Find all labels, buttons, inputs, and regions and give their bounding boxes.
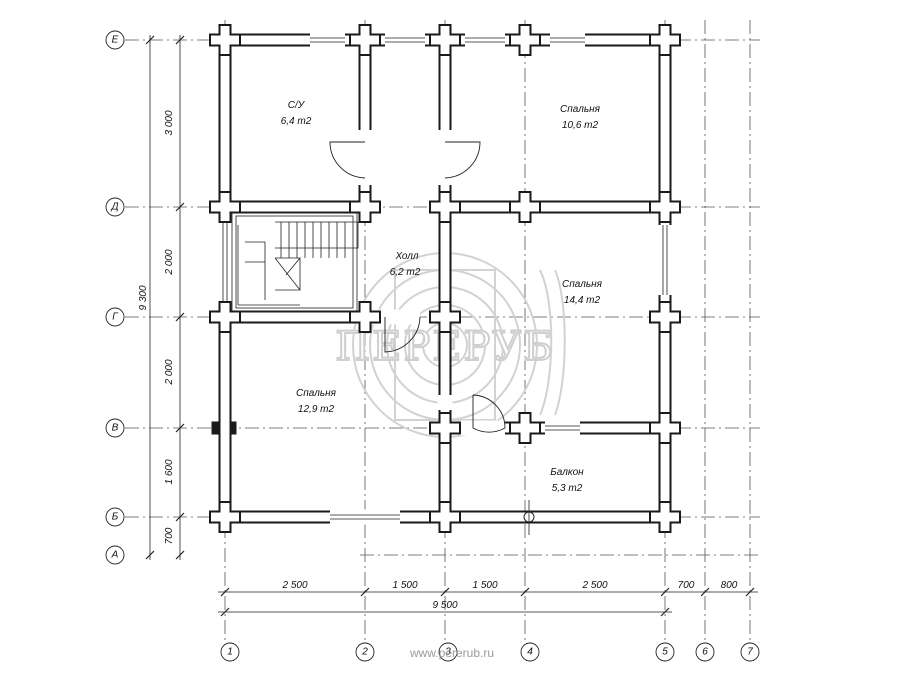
log-joints bbox=[209, 24, 681, 533]
axis-bubble-row-a: А bbox=[105, 545, 125, 565]
room-name: Балкон bbox=[550, 467, 584, 478]
room-balcony: Балкон 5,3 m2 bbox=[550, 467, 584, 494]
dim-vertical-5: 700 bbox=[164, 527, 175, 544]
room-bedroom-ne: Спальня 10,6 m2 bbox=[560, 104, 601, 131]
door-hall bbox=[384, 316, 421, 353]
room-hall: Холл 6,2 m2 bbox=[390, 251, 421, 278]
log-joint-cross bbox=[649, 501, 681, 533]
axis-label-row-d: Д bbox=[110, 202, 118, 213]
axis-bubble-col-4: 4 bbox=[520, 642, 540, 662]
axis-bubble-col-1: 1 bbox=[220, 642, 240, 662]
log-joint-cross bbox=[429, 412, 461, 444]
axis-label-row-v: В bbox=[112, 423, 119, 434]
dim-vertical-4: 1 600 bbox=[164, 459, 175, 484]
room-bedroom-sw: Спальня 12,9 m2 bbox=[296, 388, 337, 415]
axis-bubble-row-b: Б bbox=[105, 507, 125, 527]
axis-bubble-row-v: В bbox=[105, 418, 125, 438]
log-joint-cross bbox=[349, 191, 381, 223]
horizontal-dimensions: 2 500 1 500 1 500 2 500 700 800 9 500 bbox=[218, 580, 758, 617]
log-joint-cross bbox=[429, 24, 461, 56]
log-joint-cross bbox=[429, 501, 461, 533]
room-area: 6,2 m2 bbox=[390, 267, 421, 278]
dim-vertical-1: 3 000 bbox=[164, 110, 175, 135]
dim-vertical-3: 2 000 bbox=[164, 359, 175, 385]
axis-bubble-row-g: Г bbox=[105, 307, 125, 327]
axis-label-col-5: 5 bbox=[662, 647, 668, 658]
log-joint-cross bbox=[209, 24, 241, 56]
dim-horizontal-total: 9 500 bbox=[432, 600, 457, 611]
axis-bubble-row-e: Е bbox=[105, 30, 125, 50]
room-bedroom-e: Спальня 14,4 m2 bbox=[562, 279, 603, 306]
door-bedroom-ne bbox=[444, 141, 481, 179]
log-joint-cross bbox=[509, 24, 541, 56]
row-axis-bubbles: Е Д Г В Б А bbox=[105, 30, 125, 565]
dim-horizontal-4: 2 500 bbox=[581, 580, 607, 591]
dim-vertical-total: 9 300 bbox=[138, 285, 149, 310]
log-joint-cross bbox=[649, 24, 681, 56]
room-name: С/У bbox=[288, 100, 306, 111]
room-area: 12,9 m2 bbox=[298, 404, 335, 415]
log-joint-cross bbox=[349, 301, 381, 333]
log-joint-cross bbox=[209, 501, 241, 533]
dim-vertical-2: 2 000 bbox=[164, 249, 175, 275]
room-name: Спальня bbox=[562, 279, 603, 290]
axis-bubble-col-5: 5 bbox=[655, 642, 675, 662]
axis-bubble-col-3: 3 bbox=[438, 642, 458, 662]
axis-label-row-a: А bbox=[111, 550, 119, 561]
axis-label-row-e: Е bbox=[112, 35, 119, 46]
room-bathroom: С/У 6,4 m2 bbox=[281, 100, 312, 127]
axis-label-col-1: 1 bbox=[227, 647, 233, 658]
watermark-url: www.pererub.ru bbox=[409, 646, 494, 660]
axis-bubble-col-6: 6 bbox=[695, 642, 715, 662]
room-name: Холл bbox=[394, 251, 418, 262]
balcony-post bbox=[523, 500, 535, 535]
doors bbox=[329, 141, 506, 433]
axis-label-col-7: 7 bbox=[747, 647, 753, 658]
dim-horizontal-2: 1 500 bbox=[392, 580, 417, 591]
axis-bubble-col-7: 7 bbox=[740, 642, 760, 662]
column-axis-bubbles: 1 2 3 4 5 6 7 bbox=[220, 642, 760, 662]
axis-label-row-b: Б bbox=[112, 512, 119, 523]
log-joint-cross bbox=[649, 191, 681, 223]
log-joint-cross bbox=[209, 301, 241, 333]
openings bbox=[217, 32, 673, 525]
log-joint-cross bbox=[429, 301, 461, 333]
log-joint-cross bbox=[509, 412, 541, 444]
dim-horizontal-6: 800 bbox=[721, 580, 738, 591]
door-bathroom bbox=[329, 141, 366, 179]
axis-bubble-col-2: 2 bbox=[355, 642, 375, 662]
axis-bubble-row-d: Д bbox=[105, 197, 125, 217]
staircase bbox=[231, 211, 359, 313]
log-joint-cross bbox=[209, 191, 241, 223]
log-joint-cross bbox=[509, 191, 541, 223]
room-labels: С/У 6,4 m2 Спальня 10,6 m2 Холл 6,2 m2 С… bbox=[281, 100, 603, 494]
vertical-dimensions: 3 000 2 000 2 000 1 600 700 9 300 bbox=[138, 35, 185, 560]
log-joint-cross bbox=[649, 412, 681, 444]
room-name: Спальня bbox=[296, 388, 337, 399]
room-area: 6,4 m2 bbox=[281, 116, 312, 127]
axis-label-col-6: 6 bbox=[702, 647, 708, 658]
log-joint-cross bbox=[429, 191, 461, 223]
walls bbox=[211, 33, 680, 524]
dim-horizontal-3: 1 500 bbox=[472, 580, 497, 591]
room-area: 10,6 m2 bbox=[562, 120, 599, 131]
axis-label-col-3: 3 bbox=[445, 647, 451, 658]
room-name: Спальня bbox=[560, 104, 601, 115]
room-area: 5,3 m2 bbox=[552, 483, 583, 494]
axis-label-col-4: 4 bbox=[527, 647, 533, 658]
axis-label-col-2: 2 bbox=[361, 647, 368, 658]
room-area: 14,4 m2 bbox=[564, 295, 601, 306]
dim-horizontal-1: 2 500 bbox=[281, 580, 307, 591]
log-joint-cross bbox=[349, 24, 381, 56]
log-joint-cross bbox=[649, 301, 681, 333]
door-balcony bbox=[472, 394, 506, 433]
dim-horizontal-5: 700 bbox=[678, 580, 695, 591]
axis-label-row-g: Г bbox=[112, 312, 119, 323]
